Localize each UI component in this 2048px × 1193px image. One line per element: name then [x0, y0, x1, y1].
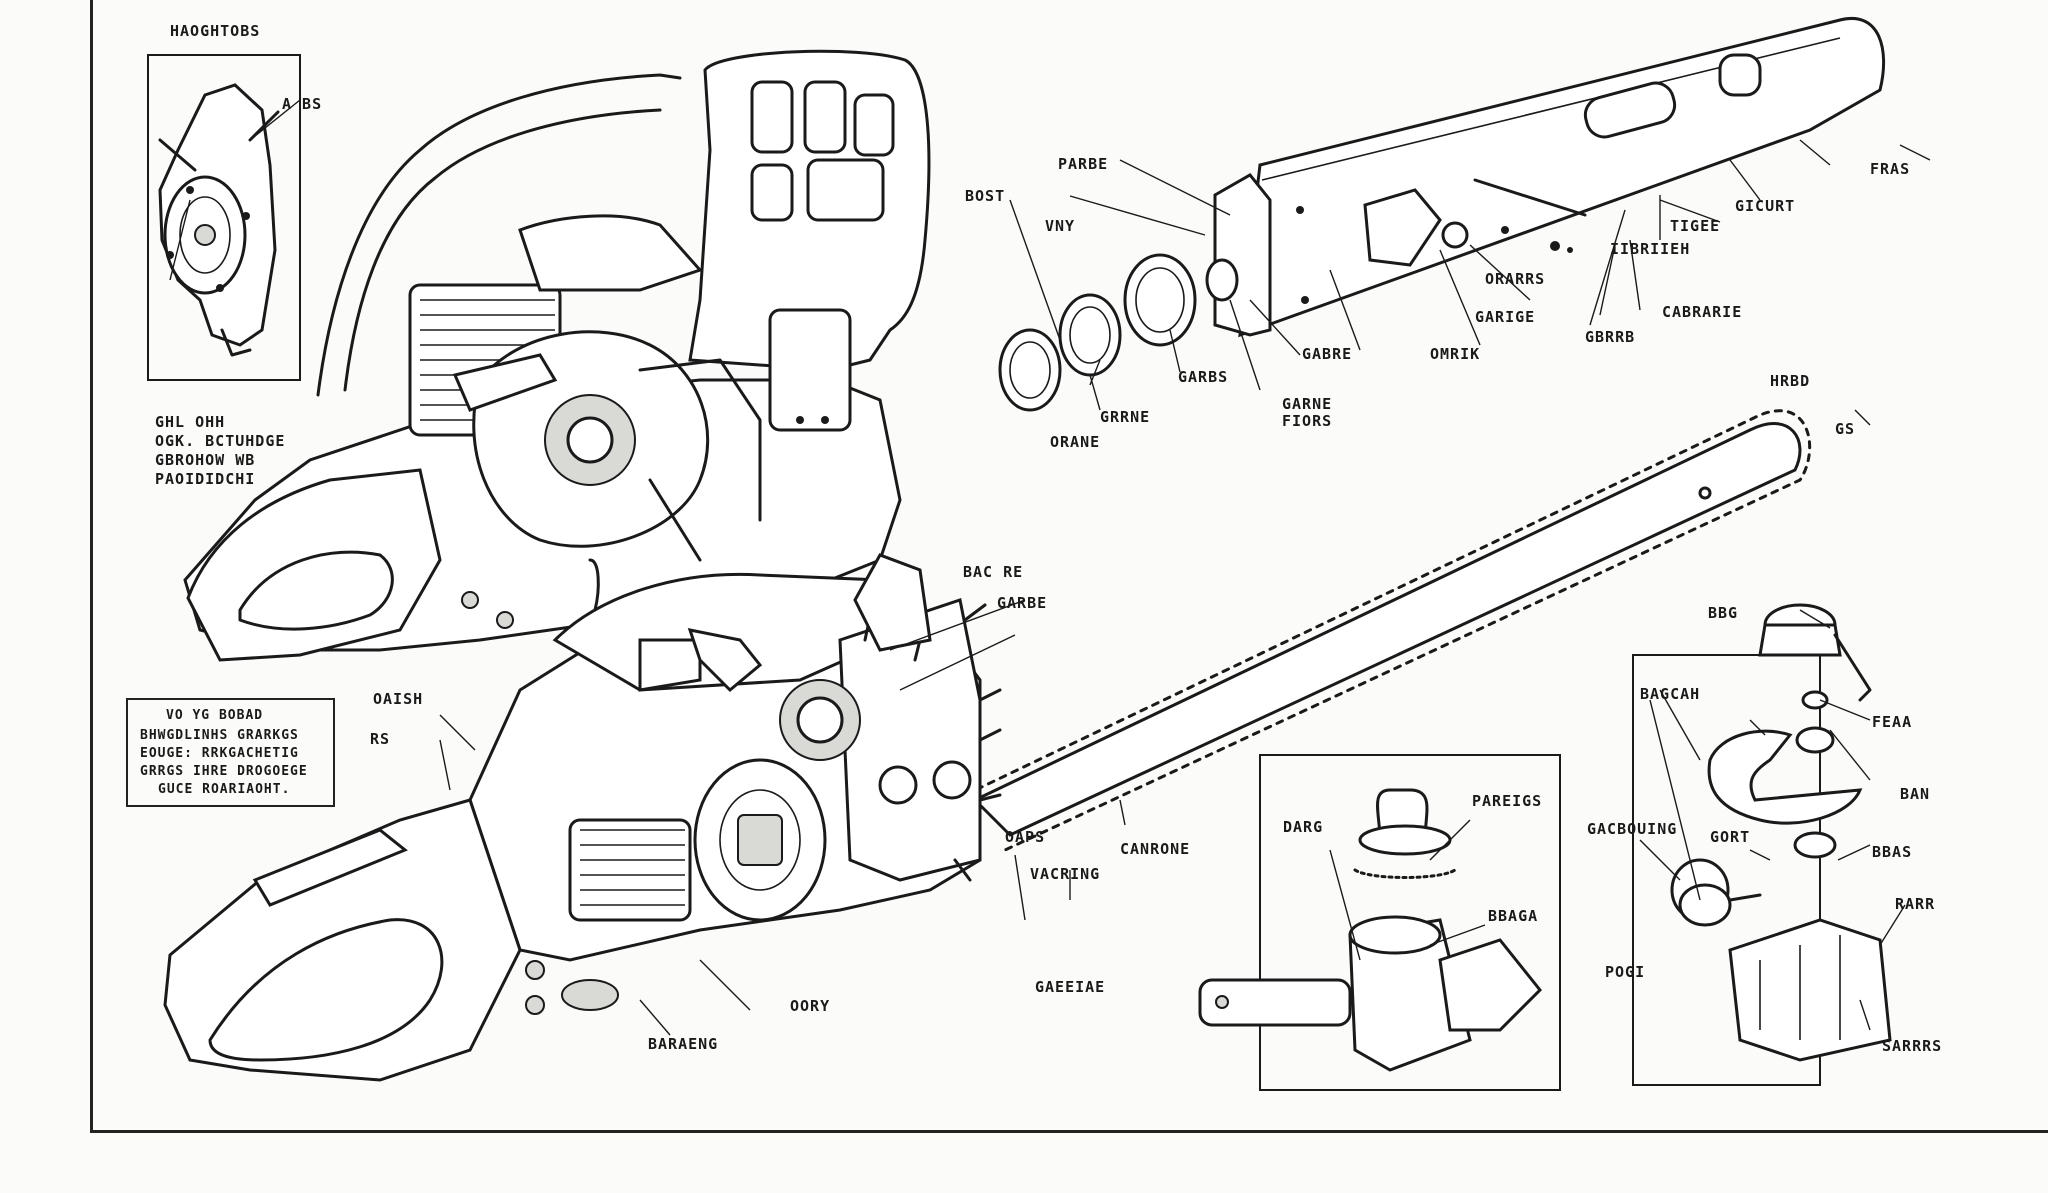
callout-right-gort: GORT	[1710, 828, 1751, 846]
callout-mid-bacre: BAC RE	[963, 563, 1024, 581]
callout-right-sarrrs: SARRRS	[1882, 1037, 1943, 1055]
callout-note-box-1: VO YG BOBAD	[166, 708, 264, 723]
callout-mid-rs: RS	[370, 730, 391, 748]
callout-bar-orarrs: ORARRS	[1485, 270, 1546, 288]
bar-exploded-drawing	[998, 17, 1886, 412]
right-parts-drawing	[1632, 603, 1892, 1086]
callout-bar-fras: FRAS	[1870, 160, 1911, 178]
callout-bar-orane: ORANE	[1050, 433, 1101, 451]
callout-mid-oory: OORY	[790, 997, 831, 1015]
callout-right-bbas: BBAS	[1872, 843, 1913, 861]
callout-bar-gbrrb: GBRRB	[1585, 328, 1636, 346]
callout-chain-gs: GS	[1835, 420, 1856, 438]
callout-right-gacbouing: GACBOUING	[1587, 820, 1678, 838]
callout-bar-garne: GARNE	[1282, 395, 1333, 413]
callout-note-left-2: OGK. BCTUHDGE	[155, 432, 286, 450]
callout-bar-garige: GARIGE	[1475, 308, 1536, 326]
callout-mid-gaeeiae: GAEEIAE	[1035, 978, 1106, 996]
callout-carb-bbaga: BBAGA	[1488, 907, 1539, 925]
callout-mid-oaish: OAISH	[373, 690, 424, 708]
callout-bar-tigee: TIGEE	[1670, 217, 1721, 235]
callout-note-left-3: GBROHOW WB	[155, 451, 256, 469]
callout-inset-top-left-title: HAOGHTOBS	[170, 22, 261, 40]
carburetor-inset-drawing	[1198, 754, 1561, 1091]
callout-bar-bost: BOST	[965, 187, 1006, 205]
leader-lines	[169, 99, 1931, 1036]
callout-mid-vacring: VACRING	[1030, 865, 1101, 883]
front-chainsaw-drawing	[163, 409, 1812, 1082]
callout-bar-cabrarie: CABRARIE	[1662, 303, 1743, 321]
callout-note-left-4: PAOIDIDCHI	[155, 470, 256, 488]
callout-mid-garbe: GARBE	[997, 594, 1048, 612]
callout-bar-grrne: GRRNE	[1100, 408, 1151, 426]
callout-note-box-3: EOUGE: RRKGACHETIG	[140, 746, 299, 761]
callout-note-left-1: GHL OHH	[155, 413, 226, 431]
callout-right-feaa: FEAA	[1872, 713, 1913, 731]
callout-chain-hrbd: HRBD	[1770, 372, 1811, 390]
callout-bar-parbe: PARBE	[1058, 155, 1109, 173]
callout-mid-canrone: CANRONE	[1120, 840, 1191, 858]
callout-right-pogi: POGI	[1605, 963, 1646, 981]
callout-note-box-5: GUCE ROARIAOHT.	[158, 782, 291, 797]
callout-mid-oaps: OAPS	[1005, 828, 1046, 846]
rear-chainsaw-drawing	[183, 49, 931, 662]
callout-bar-gicurt: GICURT	[1735, 197, 1796, 215]
callout-bar-garbs: GARBS	[1178, 368, 1229, 386]
callout-mid-baraeng: BARAENG	[648, 1035, 719, 1053]
callout-right-ban: BAN	[1900, 785, 1931, 803]
callout-inset-label-a: A BS	[282, 95, 323, 113]
callout-bar-iibriieh: IIBRIIEH	[1610, 240, 1691, 258]
callout-carb-pareigs: PAREIGS	[1472, 792, 1543, 810]
callout-bar-fiors: FIORS	[1282, 412, 1333, 430]
callout-bar-gabre: GABRE	[1302, 345, 1353, 363]
callout-bar-vny: VNY	[1045, 217, 1076, 235]
inset-clutch-drawing	[147, 54, 301, 381]
note-box	[126, 698, 335, 807]
callout-note-box-2: BHWGDLINHS GRARKGS	[140, 728, 299, 743]
drawing-frame	[90, 0, 2048, 1133]
callout-right-rarr: RARR	[1895, 895, 1936, 913]
callout-carb-darg: DARG	[1283, 818, 1324, 836]
callout-right-bagcah: BAGCAH	[1640, 685, 1701, 703]
callout-bar-omrik: OMRIK	[1430, 345, 1481, 363]
callout-right-bbg: BBG	[1708, 604, 1739, 622]
callout-note-box-4: GRRGS IHRE DROGOEGE	[140, 764, 308, 779]
